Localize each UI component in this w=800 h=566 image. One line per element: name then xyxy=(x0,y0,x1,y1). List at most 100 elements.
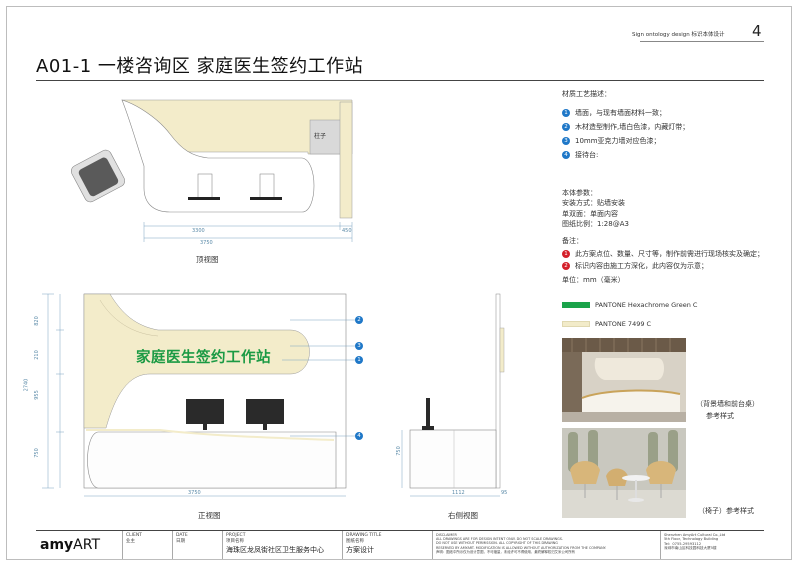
material-number: 1 xyxy=(562,108,570,117)
remark-number: 2 xyxy=(562,262,570,270)
remark-item: 2 标识内容由施工方深化，此内容仅为示意； xyxy=(562,260,782,272)
date-cell: DATE 日期 xyxy=(172,531,222,559)
material-text: 木材造型制作,墙白色漆，内藏灯带； xyxy=(575,122,690,131)
side-view-drawing xyxy=(401,293,505,497)
unit-note: 单位：mm（毫米） xyxy=(562,276,625,284)
material-number: 4 xyxy=(562,150,570,159)
front-dim-4: 750 xyxy=(33,448,40,458)
front-dim-1: 820 xyxy=(33,316,40,326)
plan-dim-side: 450 xyxy=(342,228,352,234)
swatch-cream-row: PANTONE 7499 C xyxy=(562,320,651,328)
material-item: 2 木材造型制作,墙白色漆，内藏灯带； xyxy=(562,120,782,134)
side-dim-height: 750 xyxy=(395,446,402,456)
remarks-title: 备注： xyxy=(562,236,583,245)
logo-amy: amy xyxy=(40,537,74,553)
date-label-cn: 日期 xyxy=(176,539,185,544)
callout-2: 2 xyxy=(355,316,363,324)
reference-photo-desk xyxy=(562,338,686,422)
params-title: 本体参数： xyxy=(562,188,597,197)
param-line: 安装方式：贴墙安装 xyxy=(562,199,625,207)
reference-photo-chairs xyxy=(562,428,686,518)
pillar-label: 柱子 xyxy=(314,133,327,140)
client-label: CLIENT xyxy=(126,533,142,538)
material-number: 3 xyxy=(562,136,570,145)
front-view-caption: 正视图 xyxy=(198,511,221,520)
company-name: Shenzhen AmyArt Cultural Co.,Ltd xyxy=(664,533,726,537)
drawing-sheet-border xyxy=(6,6,792,560)
company-address-cn: 深圳市南山区科技园科技大厦5楼 xyxy=(664,546,717,551)
chair-caption: （椅子）参考样式 xyxy=(698,507,754,515)
project-cell: PROJECT 项目名称 海珠区龙凤街社区卫生服务中心 xyxy=(222,531,342,559)
reference-photo-desk-image xyxy=(562,338,686,422)
callout-4: 4 xyxy=(355,432,363,440)
project-label: PROJECT xyxy=(226,533,246,538)
material-text: 接待台: xyxy=(575,150,599,159)
logo-art: ART xyxy=(73,537,101,553)
disclaimer-text: DO NOT USE WITHOUT PERMISSION. ALL COPYR… xyxy=(436,541,558,546)
plan-dim-total: 3750 xyxy=(200,240,213,246)
material-item: 4 接待台: xyxy=(562,148,782,162)
materials-title: 材质工艺描述： xyxy=(562,90,611,98)
material-text: 10mm亚克力墙对应色漆； xyxy=(575,136,661,145)
title-divider xyxy=(36,80,764,81)
reference-photo-chairs-image xyxy=(562,428,686,518)
remark-text: 此方案点位、数量、尺寸等，制作前需进行现场核实及确定； xyxy=(575,250,764,258)
header-divider xyxy=(640,41,764,42)
drawing-name: 方案设计 xyxy=(346,546,374,554)
disclaimer-text: ALL DRAWINGS ARE FOR DESIGN INTENT ONLY.… xyxy=(436,537,563,542)
notes-panel: 材质工艺描述： 1 墙面，与现有墙面材料一致； 2 木材造型制作,墙白色漆，内藏灯带… xyxy=(562,89,782,292)
plan-view-drawing xyxy=(71,99,353,242)
sign-text: 家庭医生签约工作站 xyxy=(136,350,271,366)
swatch-label: PANTONE 7499 C xyxy=(595,320,652,328)
remark-item: 1 此方案点位、数量、尺寸等，制作前需进行现场核实及确定； xyxy=(562,248,782,260)
drawing-label: DRAWING TITLE xyxy=(346,533,382,538)
swatch-green-row: PANTONE Hexachrome Green C xyxy=(562,301,697,309)
material-number: 2 xyxy=(562,122,570,131)
material-item: 3 10mm亚克力墙对应色漆； xyxy=(562,134,782,148)
front-dim-width: 3750 xyxy=(188,490,201,496)
callout-1: 1 xyxy=(355,356,363,364)
disclaimer-cell: DISCLAIMER ALL DRAWINGS ARE FOR DESIGN I… xyxy=(432,531,660,559)
side-dim-wall: 95 xyxy=(501,490,508,496)
front-dim-3: 955 xyxy=(33,390,40,400)
drawing-label-cn: 图纸名称 xyxy=(346,539,364,544)
disclaimer-text: RESERVED BY AMYART. MODIFICATION IS ALLO… xyxy=(436,545,607,550)
company-phone: Tel：0755-29593112 xyxy=(664,541,702,546)
header-brand: Sign ontology design 标识本体设计 xyxy=(632,32,725,38)
company-info-cell: Shenzhen AmyArt Cultural Co.,Ltd 5th Flo… xyxy=(660,531,764,559)
page-title: A01-1 一楼咨询区 家庭医生签约工作站 xyxy=(36,56,364,77)
side-view-caption: 右侧视图 xyxy=(448,511,478,520)
material-text: 墙面，与现有墙面材料一致； xyxy=(575,108,666,117)
callout-3: 3 xyxy=(355,342,363,350)
plan-dim-main: 3300 xyxy=(192,228,205,234)
drawing-cell: DRAWING TITLE 图纸名称 方案设计 xyxy=(342,531,432,559)
date-label: DATE xyxy=(176,533,188,538)
material-item: 1 墙面，与现有墙面材料一致； xyxy=(562,106,782,120)
remark-number: 1 xyxy=(562,250,570,258)
client-cell: CLIENT 业主 xyxy=(122,531,172,559)
materials-section: 材质工艺描述： 1 墙面，与现有墙面材料一致； 2 木材造型制作,墙白色漆，内藏灯带… xyxy=(562,89,782,162)
params-section: 本体参数： 安装方式：贴墙安装 单双面：单面内容 图纸比例：1:28@A3 xyxy=(562,188,782,230)
page-number: 4 xyxy=(752,22,762,40)
project-name: 海珠区龙凤街社区卫生服务中心 xyxy=(226,546,324,554)
client-label-cn: 业主 xyxy=(126,539,135,544)
param-line: 图纸比例：1:28@A3 xyxy=(562,220,629,228)
color-swatch-cream xyxy=(562,321,590,327)
front-view-drawing xyxy=(42,293,358,497)
swatch-label: PANTONE Hexachrome Green C xyxy=(595,301,698,309)
company-address-en: 5th Floor, Technology Building xyxy=(664,537,719,542)
front-dim-overall: 2740 xyxy=(23,378,30,392)
front-dim-2: 210 xyxy=(33,350,40,360)
remarks-section: 备注： 1 此方案点位、数量、尺寸等，制作前需进行现场核实及确定； 2 标识内容由施… xyxy=(562,236,782,286)
desk-caption-2: 参考样式 xyxy=(706,412,734,420)
plan-view-caption: 顶视图 xyxy=(196,255,219,264)
disclaimer-label: DISCLAIMER xyxy=(436,533,457,537)
project-label-cn: 项目名称 xyxy=(226,539,244,544)
disclaimer-text-cn: 声明：图纸中所示仅为设计意图，不可缩量，未经许可不得使用，最终解释权归艾米公司所… xyxy=(436,549,576,554)
param-line: 单双面：单面内容 xyxy=(562,209,618,218)
remark-text: 标识内容由施工方深化，此内容仅为示意； xyxy=(575,262,708,270)
color-swatch-green xyxy=(562,302,590,308)
desk-caption: （背景墙和前台桌） xyxy=(696,400,759,408)
